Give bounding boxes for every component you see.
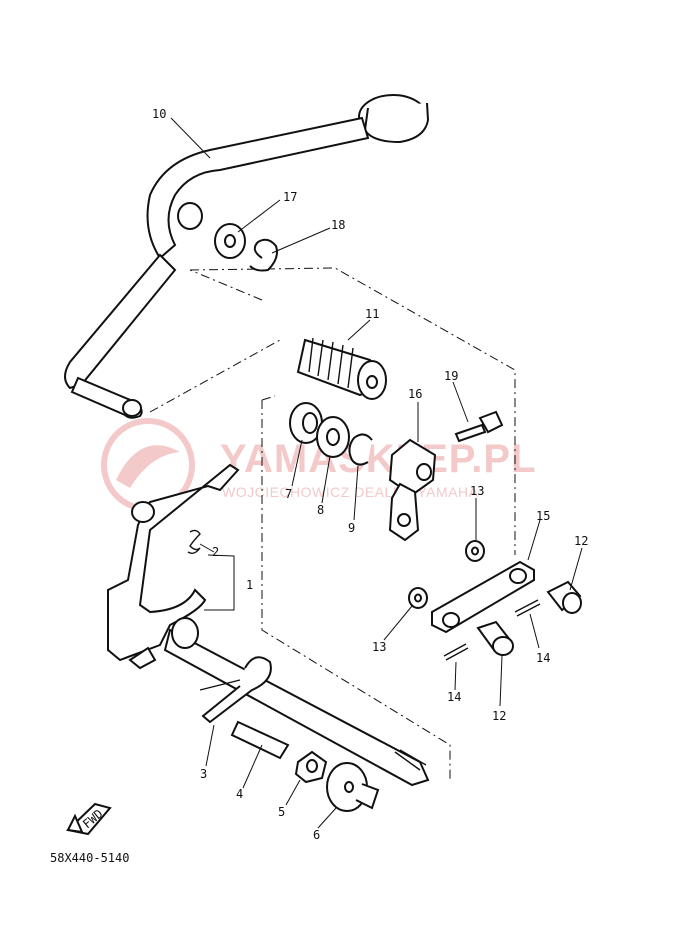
callout-4: 4 (236, 787, 243, 801)
pin-12-right (546, 580, 582, 614)
plate-6 (326, 762, 380, 812)
pedal-arm-upper (146, 116, 370, 260)
leader-lines (170, 117, 583, 829)
link-plate-15 (431, 560, 535, 634)
watermark-title: YAMASKLEP.PL (220, 437, 537, 481)
circlip-18 (249, 238, 278, 272)
callout-14-right: 14 (536, 651, 550, 665)
outline-corner (261, 395, 276, 401)
callout-5: 5 (278, 805, 285, 819)
circlip-9 (348, 433, 373, 466)
callouts: 10 17 18 11 19 16 7 8 9 13 15 12 13 14 1… (152, 107, 588, 842)
callout-7: 7 (285, 487, 292, 501)
callout-9: 9 (348, 521, 355, 535)
stud-bolt-4 (230, 720, 290, 760)
callout-10: 10 (152, 107, 166, 121)
watermark-subtitle: WOJCIECHOWICZ DEALER YAMAHA (222, 484, 479, 500)
clamp-16 (388, 438, 437, 542)
outline-left (149, 339, 281, 413)
watermark: YAMASKLEP.PL WOJCIECHOWICZ DEALER YAMAHA (101, 418, 537, 512)
callout-3: 3 (200, 767, 207, 781)
callout-15: 15 (536, 509, 550, 523)
spring-2 (187, 529, 201, 555)
bolt-19 (454, 410, 504, 443)
shift-pedal (64, 94, 430, 419)
assembly-outline (149, 267, 516, 780)
callout-6: 6 (313, 828, 320, 842)
watermark-logo-mark (116, 445, 180, 488)
washer-13-upper (465, 540, 485, 562)
pin-12-lower (476, 620, 514, 656)
shift-rubber-11 (296, 337, 387, 400)
callout-14-left: 14 (447, 690, 461, 704)
shift-shaft-1 (107, 463, 430, 787)
callout-19: 19 (444, 369, 458, 383)
callout-11: 11 (365, 307, 379, 321)
cotter-pin-14-left (443, 643, 469, 661)
callout-13-upper: 13 (470, 484, 484, 498)
pedal-rubber-side (363, 102, 430, 144)
return-spring-3 (199, 656, 272, 724)
diagram-code: 58X440-5140 (50, 851, 129, 865)
callout-2: 2 (212, 545, 219, 559)
pedal-arm-lower (64, 253, 177, 390)
outline-upper (189, 267, 516, 555)
nut-5 (294, 750, 328, 784)
fwd-arrow-icon: FWD (65, 802, 112, 836)
callout-1: 1 (246, 578, 253, 592)
callout-12-right: 12 (574, 534, 588, 548)
callout-12-lower: 12 (492, 709, 506, 723)
callout-13-lower: 13 (372, 640, 386, 654)
callout-17: 17 (283, 190, 297, 204)
washer-8 (316, 416, 350, 458)
cotter-pin-14-right (514, 599, 541, 617)
pedal-footpeg-end (122, 399, 142, 417)
outline-lower (261, 400, 451, 780)
washer-17 (214, 223, 246, 259)
washer-13-lower (408, 587, 428, 609)
callout-18: 18 (331, 218, 345, 232)
callout-8: 8 (317, 503, 324, 517)
pedal-boss (177, 202, 203, 230)
outline-link (189, 269, 263, 301)
callout-16: 16 (408, 387, 422, 401)
